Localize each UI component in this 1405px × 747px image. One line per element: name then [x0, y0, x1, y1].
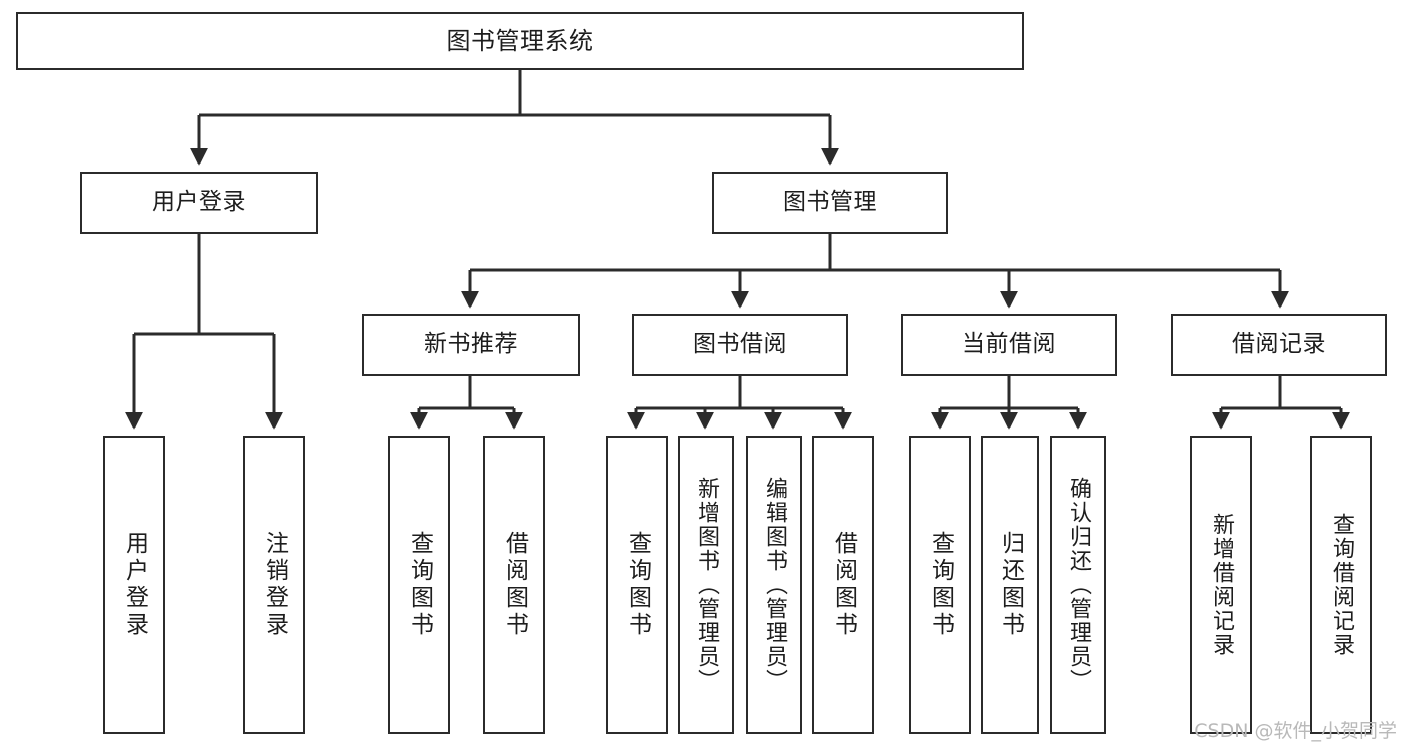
node-leaf-query-borrow-record[interactable]: 查询借阅记录 — [1310, 436, 1372, 734]
node-label: 查询图书 — [406, 531, 433, 639]
node-label: 图书管理 — [783, 189, 877, 216]
node-current-borrow[interactable]: 当前借阅 — [901, 314, 1117, 376]
node-label: 借阅图书 — [830, 531, 857, 639]
node-label: 图书管理系统 — [446, 26, 594, 55]
node-label: 用户登录 — [152, 189, 246, 216]
node-label: 用户登录 — [121, 531, 148, 639]
node-label: 新增借阅记录 — [1209, 513, 1234, 657]
node-leaf-query-book-current[interactable]: 查询图书 — [909, 436, 971, 734]
node-label: 借阅记录 — [1232, 331, 1326, 358]
node-leaf-add-borrow-record[interactable]: 新增借阅记录 — [1190, 436, 1252, 734]
node-leaf-confirm-return[interactable]: 确认归还（管理员） — [1050, 436, 1106, 734]
node-borrow-record[interactable]: 借阅记录 — [1171, 314, 1387, 376]
node-label: 编辑图书（管理员） — [762, 477, 787, 693]
node-label: 注销登录 — [261, 531, 288, 639]
node-book-management[interactable]: 图书管理 — [712, 172, 948, 234]
node-label: 新书推荐 — [424, 331, 518, 358]
node-user-login[interactable]: 用户登录 — [80, 172, 318, 234]
node-label: 确认归还（管理员） — [1066, 477, 1091, 693]
node-label: 新增图书（管理员） — [694, 477, 719, 693]
node-label: 归还图书 — [997, 531, 1024, 639]
node-leaf-query-book-borrow[interactable]: 查询图书 — [606, 436, 668, 734]
node-leaf-edit-book[interactable]: 编辑图书（管理员） — [746, 436, 802, 734]
node-book-borrow[interactable]: 图书借阅 — [632, 314, 848, 376]
node-label: 借阅图书 — [501, 531, 528, 639]
node-leaf-return-book[interactable]: 归还图书 — [981, 436, 1039, 734]
node-label: 当前借阅 — [962, 331, 1056, 358]
watermark-text: CSDN @软件_小贺同学 — [1194, 720, 1397, 742]
node-label: 图书借阅 — [693, 331, 787, 358]
node-leaf-query-book-recommend[interactable]: 查询图书 — [388, 436, 450, 734]
node-leaf-borrow-book[interactable]: 借阅图书 — [812, 436, 874, 734]
node-label: 查询图书 — [927, 531, 954, 639]
node-leaf-borrow-book-recommend[interactable]: 借阅图书 — [483, 436, 545, 734]
node-label: 查询借阅记录 — [1329, 513, 1354, 657]
node-leaf-logout-login[interactable]: 注销登录 — [243, 436, 305, 734]
node-root-system[interactable]: 图书管理系统 — [16, 12, 1024, 70]
node-leaf-user-login[interactable]: 用户登录 — [103, 436, 165, 734]
node-leaf-add-book[interactable]: 新增图书（管理员） — [678, 436, 734, 734]
node-new-book-recommend[interactable]: 新书推荐 — [362, 314, 580, 376]
node-label: 查询图书 — [624, 531, 651, 639]
